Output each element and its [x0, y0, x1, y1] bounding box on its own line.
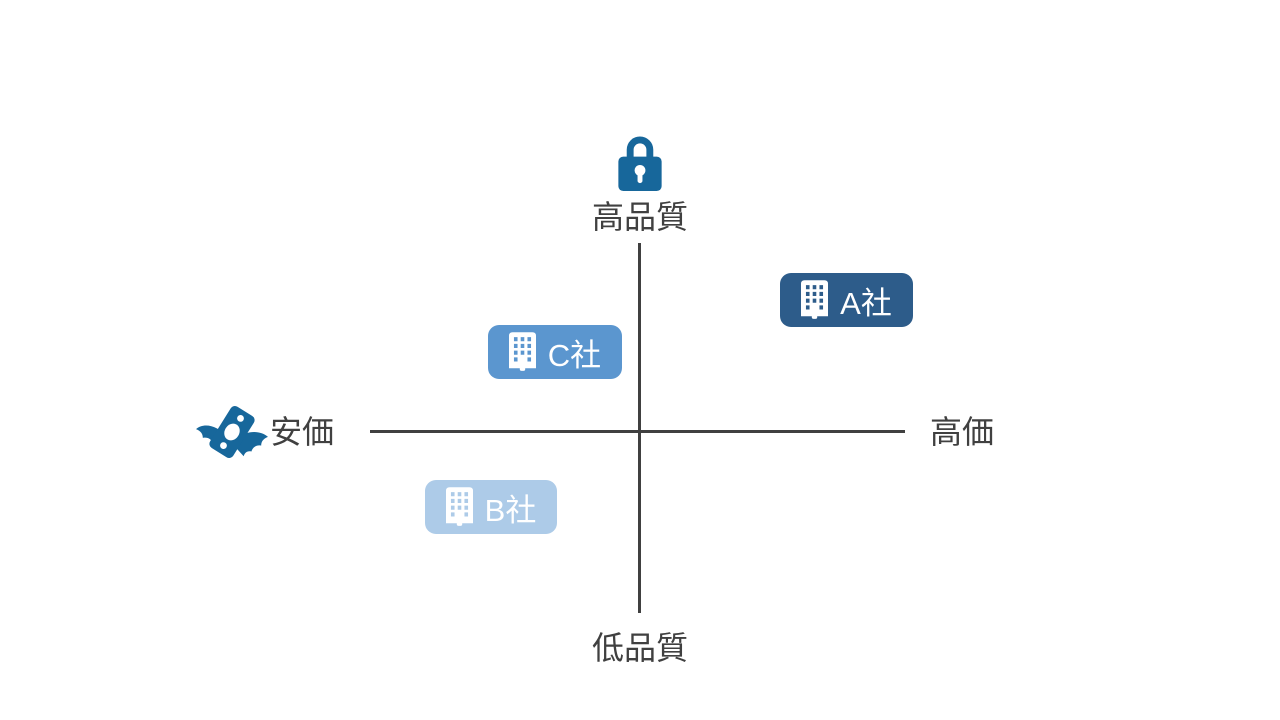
- building-icon: [508, 332, 536, 372]
- lock-icon: [617, 133, 663, 197]
- company-badge-label: C社: [547, 337, 602, 373]
- company-badge-label: B社: [484, 492, 537, 528]
- axis-label-low-quality: 低品質: [591, 630, 689, 666]
- axis-label-expensive: 高価: [930, 414, 995, 450]
- building-icon: [445, 487, 473, 527]
- company-badge-label: A社: [840, 285, 892, 321]
- company-badge-b: B社: [425, 480, 557, 534]
- horizontal-axis-line: [370, 430, 905, 433]
- company-badge-a: A社: [780, 273, 913, 327]
- vertical-axis-line: [638, 243, 641, 613]
- building-icon: [801, 280, 829, 320]
- company-badge-c: C社: [488, 325, 622, 379]
- axis-label-high-quality: 高品質: [591, 199, 689, 235]
- axis-label-cheap: 安価: [270, 414, 335, 450]
- flying-money-icon: [194, 397, 270, 472]
